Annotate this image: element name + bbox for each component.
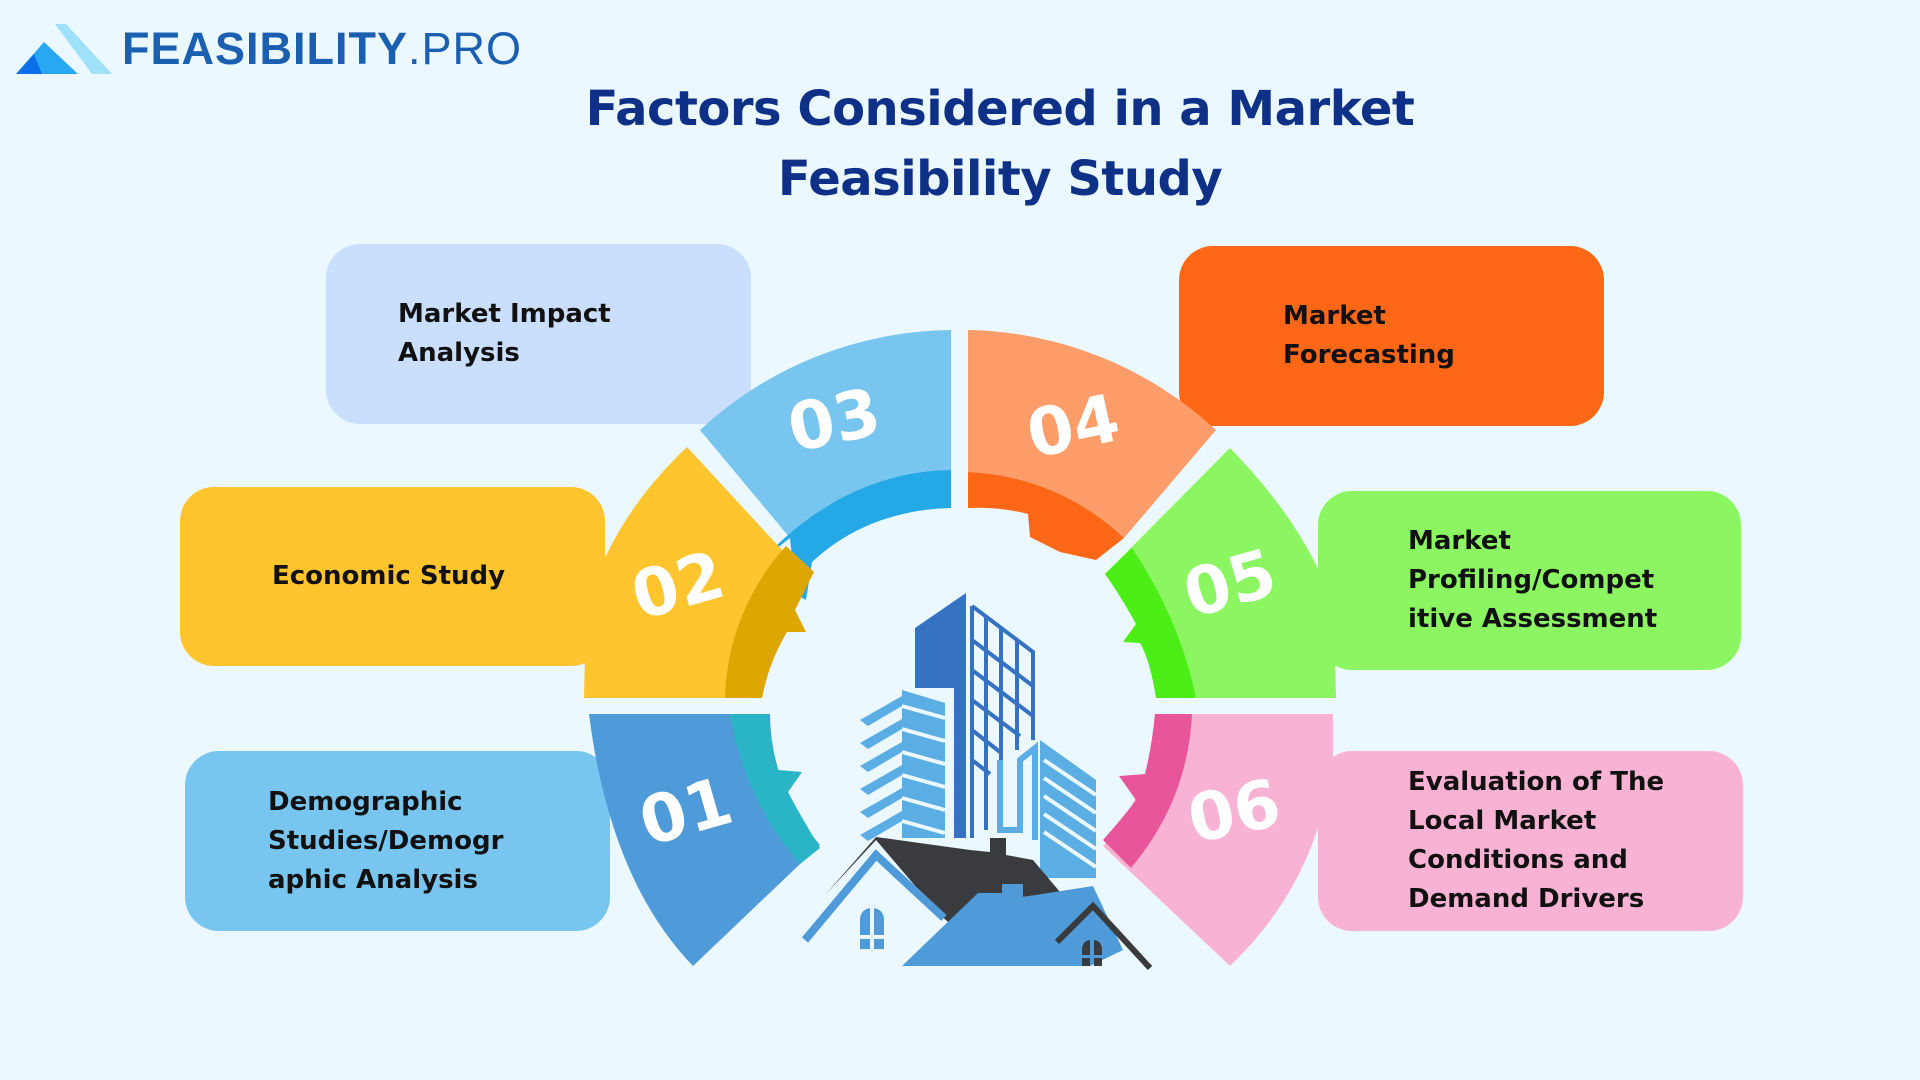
segment-06: 06: [1103, 714, 1333, 966]
factor-label-06: Evaluation of The Local Market Condition…: [1408, 767, 1665, 914]
segment-03: 03: [700, 330, 951, 600]
page-title: Factors Considered in a Market Feasibili…: [0, 74, 1920, 214]
title-line-1: Factors Considered in a Market: [585, 81, 1415, 137]
factor-label-04: Market Forecasting: [1283, 301, 1455, 370]
factor-box-02: Economic Study: [180, 487, 605, 666]
factor-box-04: Market Forecasting: [1179, 246, 1604, 426]
segment-number-04: 04: [1020, 379, 1126, 473]
segment-04: 04: [968, 330, 1216, 560]
factor-label-01: Demographic Studies/Demogr aphic Analysi…: [268, 786, 504, 895]
factor-label-05: Market Profiling/Compet itive Assessment: [1408, 526, 1658, 634]
brand-name: FEASIBILITY.PRO: [122, 22, 523, 74]
window-icon: [860, 908, 884, 949]
factor-label-03: Market Impact Analysis: [398, 299, 611, 368]
segment-number-06: 06: [1181, 764, 1287, 858]
factor-label-02: Economic Study: [272, 561, 506, 591]
segment-number-03: 03: [781, 373, 887, 467]
segment-05: 05: [1105, 448, 1336, 698]
brand-logo: FEASIBILITY.PRO: [8, 18, 522, 78]
segment-01: 01: [589, 714, 820, 966]
factor-box-06: Evaluation of The Local Market Condition…: [1318, 751, 1743, 931]
city-buildings-houses-icon: [801, 593, 1153, 971]
mountain-peaks-icon: [16, 24, 112, 74]
title-line-2: Feasibility Study: [777, 151, 1223, 207]
segment-02: 02: [584, 447, 814, 698]
factor-box-05: Market Profiling/Compet itive Assessment: [1318, 491, 1741, 670]
factor-box-03: Market Impact Analysis: [326, 244, 751, 424]
factor-box-01: Demographic Studies/Demogr aphic Analysi…: [185, 751, 610, 931]
